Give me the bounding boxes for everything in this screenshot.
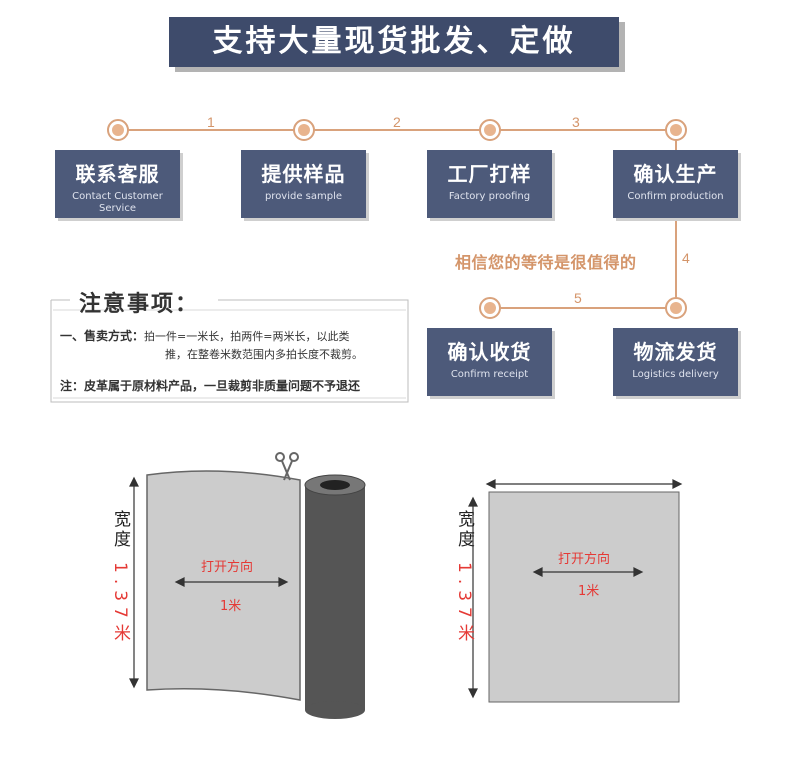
step-contact-service: 联系客服 Contact Customer Service [55, 150, 180, 218]
step-subtitle: Contact Customer Service [72, 191, 163, 214]
width-value: 1.37米 [454, 562, 474, 647]
step-confirm-receipt: 确认收货 Confirm receipt [427, 328, 552, 396]
notes-item1: 一、售卖方式：拍一件=一米长，拍两件=两米长，以此类 [60, 327, 349, 346]
step-title: 工厂打样 [447, 162, 532, 186]
step-subtitle: Confirm receipt [450, 369, 529, 380]
notes-title: 注意事项： [79, 292, 200, 317]
step-number: 4 [682, 250, 690, 266]
step-number: 5 [574, 290, 582, 306]
direction-label: 打开方向 [558, 552, 611, 567]
notes-item1-line2: 推，在整卷米数范围内多拍长度不裁剪。 [165, 348, 363, 361]
width-label: 宽度 [110, 510, 130, 550]
step-dot [665, 119, 687, 141]
step-number: 3 [572, 114, 580, 130]
wait-message: 相信您的等待是很值得的 [455, 253, 637, 272]
page-title: 支持大量现货批发、定做 [169, 17, 619, 67]
step-title: 联系客服 [75, 162, 160, 186]
step-factory-proofing: 工厂打样 Factory proofing [427, 150, 552, 218]
scissors-icon [275, 452, 299, 481]
step-confirm-production: 确认生产 Confirm production [613, 150, 738, 218]
step-dot [107, 119, 129, 141]
step-dot [479, 119, 501, 141]
length-label: 1米 [220, 599, 242, 614]
step-dot [293, 119, 315, 141]
width-value: 1.37米 [110, 562, 130, 647]
notes-item1-line1: 拍一件=一米长，拍两件=两米长，以此类 [144, 330, 350, 343]
step-title: 确认收货 [447, 340, 532, 364]
notes-frame [50, 299, 409, 403]
step-subtitle: Confirm production [627, 191, 724, 202]
step-subtitle: Factory proofing [448, 191, 531, 202]
width-label: 宽度 [454, 510, 474, 550]
step-number: 1 [207, 114, 215, 130]
step-dot [479, 297, 501, 319]
leather-sheet-diagram [468, 479, 683, 703]
step-logistics-delivery: 物流发货 Logistics delivery [613, 328, 738, 396]
notes-item1-label: 一、售卖方式： [60, 329, 145, 343]
length-label: 1米 [578, 584, 600, 599]
step-provide-sample: 提供样品 provide sample [241, 150, 366, 218]
step-title: 提供样品 [261, 162, 346, 186]
step-dot [665, 297, 687, 319]
step-title: 确认生产 [633, 162, 718, 186]
leather-roll-diagram [129, 452, 366, 719]
step-subtitle: Logistics delivery [632, 369, 719, 380]
direction-label: 打开方向 [201, 560, 254, 575]
step-number: 2 [393, 114, 401, 130]
step-title: 物流发货 [633, 340, 718, 364]
notes-warning: 注：皮革属于原材料产品，一旦裁剪非质量问题不予退还 [60, 379, 361, 393]
step-subtitle: provide sample [264, 191, 343, 202]
